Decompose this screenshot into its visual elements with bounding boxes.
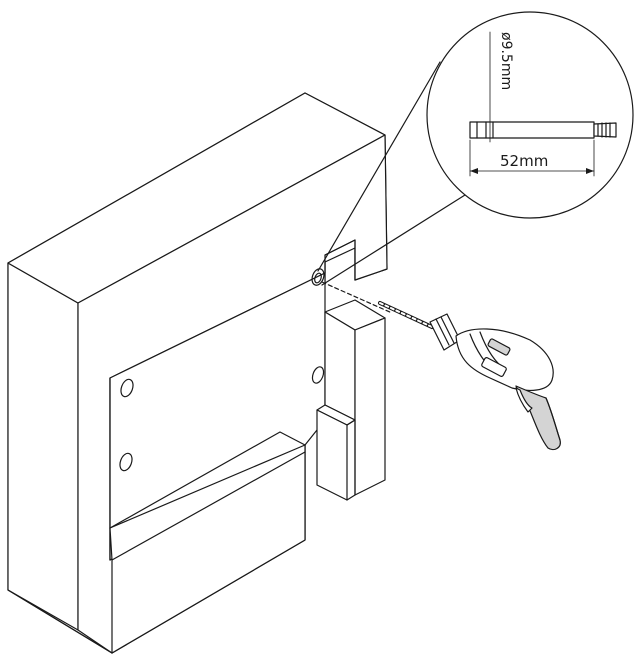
side-panel-front [324,311,356,421]
drill-trigger [515,387,533,413]
callout-leader-top [317,61,441,272]
frame-notch-edge [324,239,356,281]
callout-leader-bottom [321,194,466,286]
callout-circle [426,11,634,219]
diameter-dimension [483,31,497,143]
drill-switch [487,338,511,356]
side-panel-lower-edge [346,419,356,501]
callout-magnifier: ø9.5mm 52mm [317,11,634,286]
drill-hole-icon [119,452,133,472]
drill-chuck-ring [435,318,450,346]
dowel-thread [593,122,617,138]
side-panel-lower-front [316,409,348,501]
drill-bit-flute [379,302,433,328]
drill-body [455,328,554,391]
frame-bottom-shelf-top [109,444,306,529]
diameter-label: ø9.5mm [498,32,514,90]
drill-handle-edge [545,397,561,441]
length-arrow-left [470,168,478,174]
dowel-pin-icon [469,121,617,139]
length-dimension [469,139,595,177]
drill-label-plate [481,357,507,377]
frame-face-main [7,262,79,631]
length-arrow-right [586,168,594,174]
frame-front-bottom [7,589,113,654]
drill-hole-icon [311,268,325,286]
drill-hole-icon [311,366,325,384]
drill-holes [119,268,325,472]
power-drill-icon [429,313,561,451]
side-panel-side [354,317,386,496]
length-label: 52mm [500,152,548,170]
drill-chuck-ring [440,316,455,344]
dowel-shaft [469,121,595,139]
drill-hole-icon [120,378,134,398]
frame-bottom-shelf-edge [111,451,306,561]
drill-hole-inner [314,272,322,284]
drill-bit [378,301,434,329]
alignment-dashed-line [321,281,393,314]
cabinet-frame [7,92,388,654]
drill-chuck [429,313,461,351]
side-panel-block [316,299,386,501]
